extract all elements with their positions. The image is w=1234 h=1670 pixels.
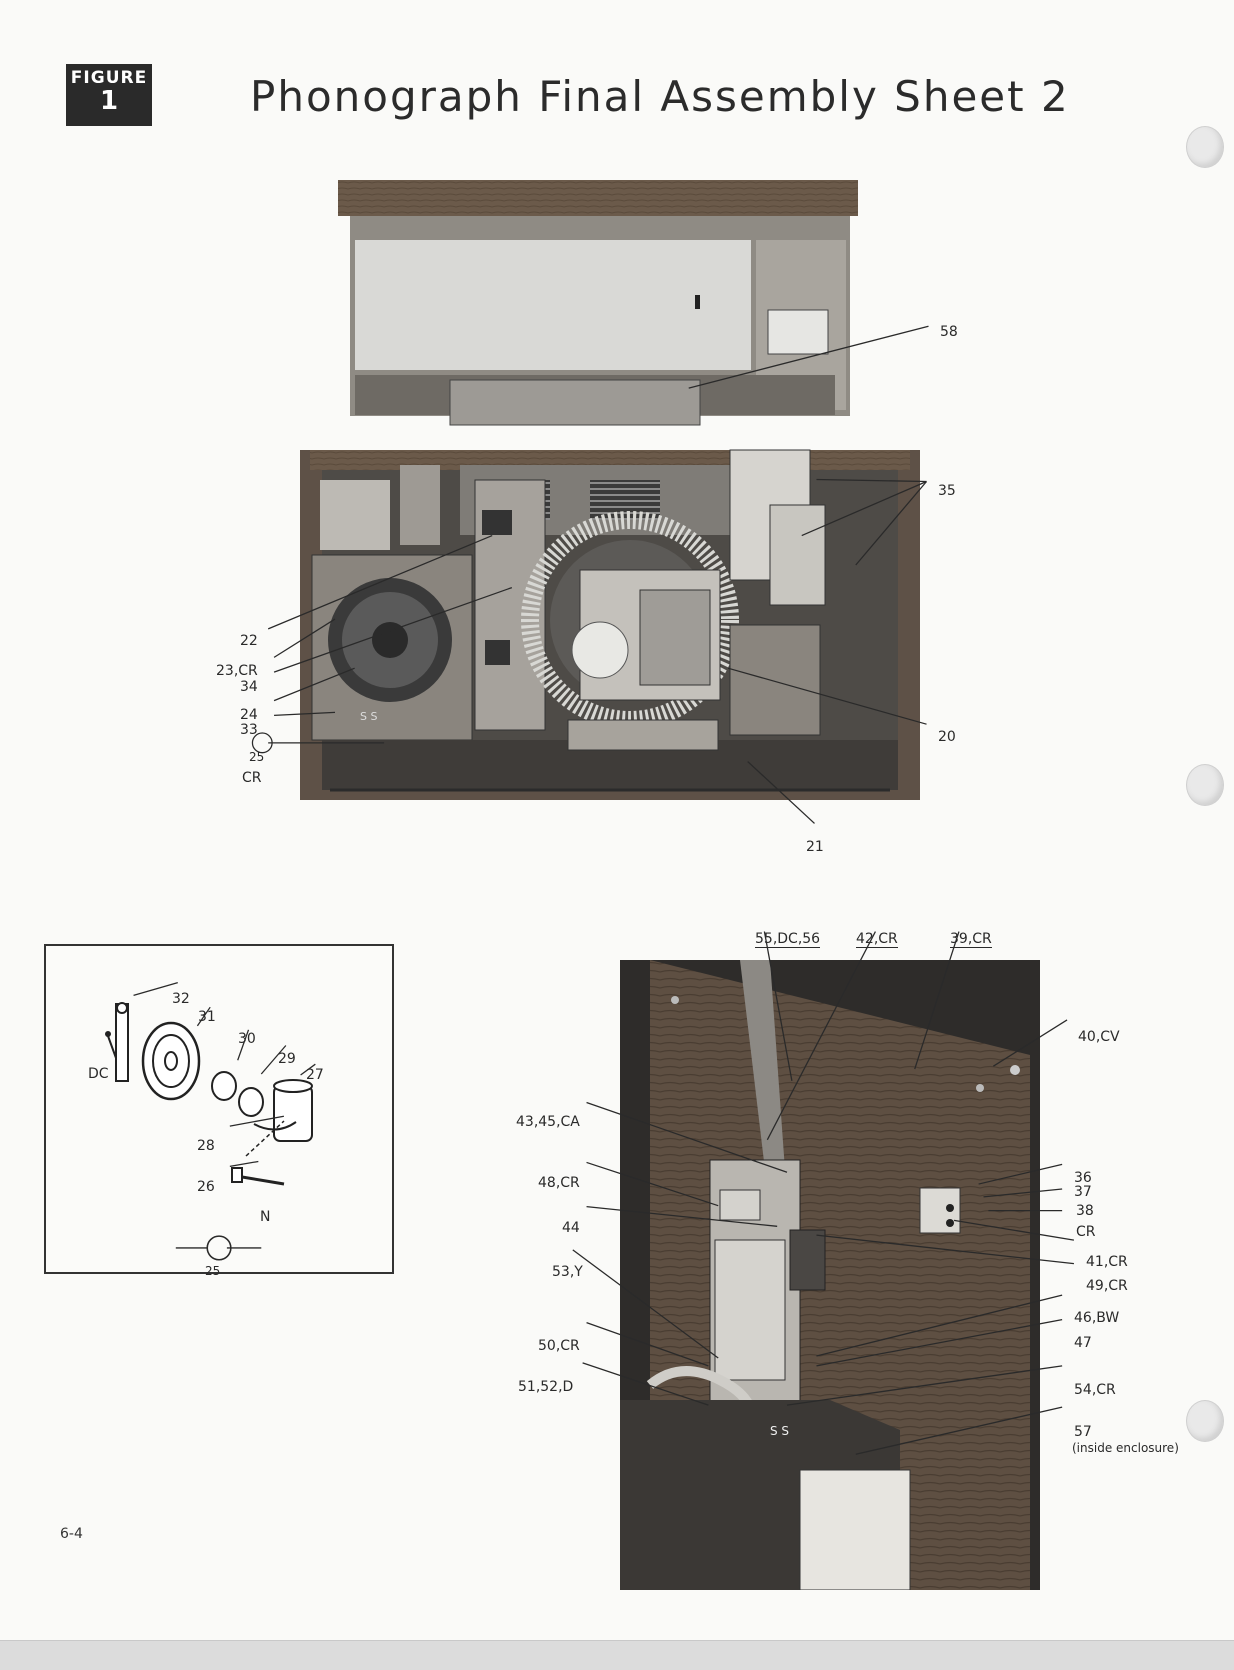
callout-20: 20: [938, 729, 956, 745]
callout-44: 44: [562, 1220, 580, 1236]
relay-box: [769, 504, 826, 606]
figure-word: FIGURE: [70, 68, 148, 88]
callout-55-dc-56: 55,DC,56: [755, 931, 821, 948]
switch-bracket: [919, 1187, 961, 1234]
bracket-32: [115, 1003, 129, 1082]
title-rack-panel: [355, 240, 751, 370]
bushing-30: [211, 1071, 237, 1101]
inset-callout-32: 32: [172, 991, 190, 1007]
binder-hole-bottom: [1186, 1400, 1224, 1442]
svg-text:S S: S S: [770, 1424, 789, 1438]
inset-callout-25: 25: [205, 1264, 221, 1278]
inset-callout-30: 30: [238, 1031, 256, 1047]
callout-37: 37: [1074, 1184, 1092, 1200]
binder-hole-top: [1186, 126, 1224, 168]
callout-47: 47: [1074, 1335, 1092, 1351]
lid-top: [338, 180, 858, 216]
callout-cr: CR: [1076, 1224, 1096, 1240]
callout-38: 38: [1076, 1203, 1094, 1219]
mechanism-base: [567, 719, 719, 751]
callout-58: 58: [940, 324, 958, 340]
inset-callout-29: 29: [278, 1051, 296, 1067]
figure-badge: FIGURE 1: [66, 64, 152, 126]
callout-34: 34: [240, 679, 258, 695]
callout-36: 36: [1074, 1170, 1092, 1186]
washer-29: [238, 1087, 264, 1117]
callout-54-cr: 54,CR: [1074, 1382, 1116, 1398]
callout-35: 35: [938, 483, 956, 499]
callout-33: 33: [240, 722, 258, 738]
callout-51-52-d: 51,52,D: [518, 1379, 574, 1395]
callout-25-circled: 25: [249, 750, 265, 764]
turntable-pulley: [571, 621, 629, 679]
page-title: Phonograph Final Assembly Sheet 2: [250, 72, 1070, 121]
callout-39-cr: 39,CR: [950, 931, 992, 948]
motor-27: [273, 1085, 313, 1142]
callout-40-cv: 40,CV: [1078, 1029, 1120, 1045]
callout-21: 21: [806, 839, 824, 855]
inset-callout-31: 31: [198, 1009, 216, 1025]
callout-23-cr: 23,CR: [216, 663, 258, 679]
callout-50-cr: 50,CR: [538, 1338, 580, 1354]
callout-42-cr: 42,CR: [856, 931, 898, 948]
callout-57-note: (inside enclosure): [1072, 1441, 1179, 1455]
callout-53-y: 53,Y: [552, 1264, 583, 1280]
inset-callout-dc: DC: [88, 1066, 109, 1082]
binder-hole-middle: [1186, 764, 1224, 806]
coin-mechanism-photo: S S: [620, 960, 1040, 1590]
inset-callout-27: 27: [306, 1067, 324, 1083]
left-module: [320, 480, 390, 550]
figure-number: 1: [99, 86, 119, 116]
speaker-cone-center: [372, 622, 408, 658]
lid-card: [767, 309, 829, 355]
header-bracket: [449, 379, 701, 426]
callout-49-cr: 49,CR: [1086, 1278, 1128, 1294]
callout-57: 57: [1074, 1424, 1092, 1440]
callout-25-cr: CR: [242, 770, 262, 786]
svg-text:S S: S S: [360, 710, 377, 723]
scan-bottom-band: [0, 1640, 1234, 1670]
callout-48-cr: 48,CR: [538, 1175, 580, 1191]
callout-43-45-ca: 43,45,CA: [516, 1114, 580, 1130]
screw-26: [235, 1174, 285, 1186]
inset-callout-26: 26: [197, 1179, 215, 1195]
callout-24: 24: [240, 707, 258, 723]
callout-22: 22: [240, 633, 258, 649]
callout-46-bw: 46,BW: [1074, 1310, 1120, 1326]
inset-callout-28: 28: [197, 1138, 215, 1154]
motor-pulley-exploded-drawing: [105, 1002, 313, 1186]
phonograph-interior-photo: S S: [300, 180, 920, 800]
inset-callout-n: N: [260, 1209, 271, 1225]
enclosure-label: [799, 1469, 911, 1590]
page-number: 6-4: [60, 1526, 83, 1542]
detail-inset-box: [44, 944, 394, 1274]
coin-box: [729, 624, 821, 736]
callout-41-cr: 41,CR: [1086, 1254, 1128, 1270]
